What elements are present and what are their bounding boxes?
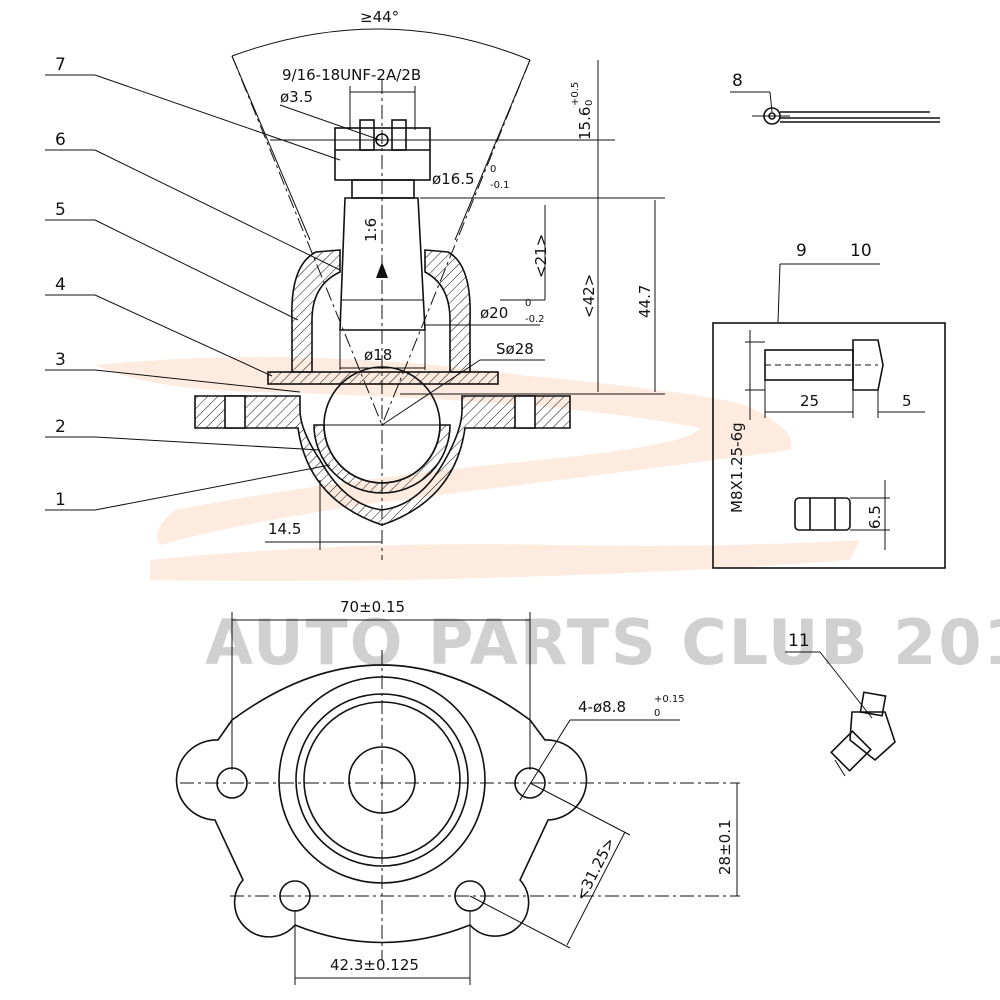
thread-label: 9/16-18UNF-2A/2B (282, 66, 421, 84)
holes-label: 4-ø8.8 (578, 698, 626, 716)
callout-3: 3 (55, 350, 66, 370)
callout-9: 9 (796, 241, 807, 261)
dim-14-5-label: 14.5 (268, 520, 301, 538)
callout-1: 1 (55, 490, 66, 510)
callout-8: 8 (732, 71, 743, 91)
dia-20-label: ø20 (480, 304, 508, 322)
callout-11: 11 (788, 631, 810, 651)
dia-16-5-lower: -0.1 (490, 180, 510, 191)
callout-10: 10 (850, 241, 872, 261)
dim-21-label: <21> (532, 234, 550, 278)
dia-20-upper: 0 (525, 298, 531, 309)
dim-70-label: 70±0.15 (340, 598, 405, 616)
bolt-length-label: 25 (800, 392, 819, 410)
dim-42-3-label: 42.3±0.125 (330, 956, 419, 974)
holes-lower: 0 (654, 708, 660, 719)
dia-20-lower: -0.2 (525, 314, 545, 325)
dia-18-label: ø18 (364, 346, 392, 364)
grease-fitting (785, 651, 896, 777)
sphere-label: Sø28 (496, 340, 534, 358)
taper-label: 1:6 (362, 218, 380, 242)
dim-28-label: 28±0.1 (716, 819, 734, 875)
nut-height-label: 6.5 (866, 505, 884, 529)
height-15-6-label: 15.6 (576, 107, 594, 140)
dim-44-7-label: 44.7 (636, 285, 654, 318)
cotter-pin (730, 91, 940, 125)
height-15-6-upper: +0.5 (570, 82, 581, 106)
dia-16-5-label: ø16.5 (432, 170, 475, 188)
angle-label: ≥44° (360, 8, 399, 26)
bolt-thread-label: M8X1.25-6g (728, 422, 746, 513)
hole-dia-label: ø3.5 (280, 88, 313, 106)
section-view (45, 28, 665, 560)
dim-42-label: <42> (580, 274, 598, 318)
logo-swoosh (95, 357, 860, 581)
dia-16-5-upper: 0 (490, 164, 496, 175)
callout-4: 4 (55, 275, 66, 295)
watermark-text: AUTO PARTS CLUB 2018 (205, 606, 1000, 679)
holes-upper: +0.15 (654, 694, 685, 705)
bolt-nut-box (712, 263, 946, 569)
height-15-6-lower: 0 (584, 100, 595, 106)
callout-5: 5 (55, 200, 66, 220)
plan-view (175, 612, 740, 985)
callout-6: 6 (55, 130, 66, 150)
callout-2: 2 (55, 417, 66, 437)
callout-7: 7 (55, 55, 66, 75)
bolt-head-label: 5 (902, 392, 912, 410)
dim-31-25-label: <31.25> (572, 835, 619, 904)
